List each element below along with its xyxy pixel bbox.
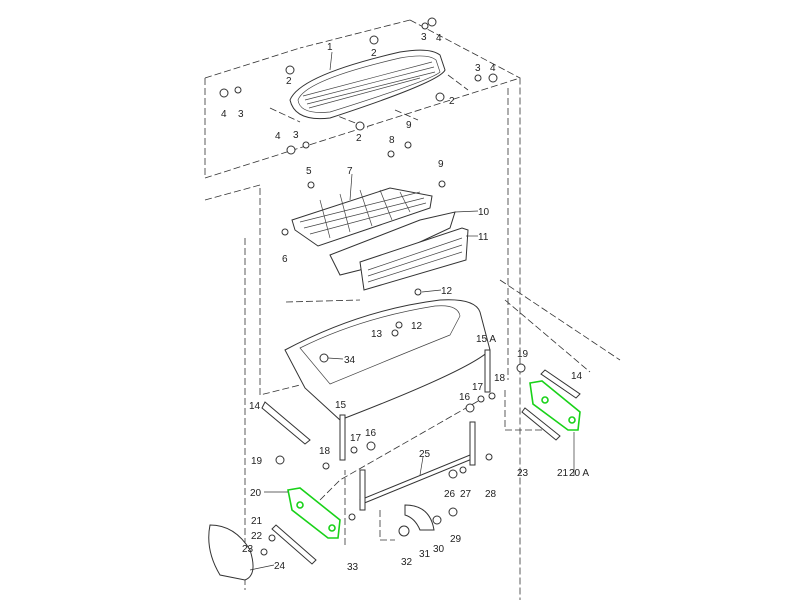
label-29: 29 (450, 534, 462, 545)
label-27: 27 (460, 489, 472, 500)
label-15a: 15 A (476, 334, 496, 345)
label-17: 17 (350, 433, 362, 444)
hinge-20a-highlighted (529, 380, 581, 431)
label-18: 18 (494, 373, 506, 384)
label-18: 18 (319, 446, 331, 457)
label-2: 2 (449, 96, 455, 107)
label-14: 14 (571, 371, 583, 382)
label-6: 6 (282, 254, 288, 265)
hinge-20-highlighted (287, 487, 341, 539)
label-21: 21 (251, 516, 263, 527)
label-19: 19 (517, 349, 529, 360)
rear-lid-window (284, 299, 491, 421)
label-25: 25 (419, 449, 431, 460)
light-housing-grille (291, 187, 433, 247)
label-34: 34 (344, 355, 356, 366)
part-number-labels: 1 2 2 2 2 3 3 3 3 4 4 4 4 5 6 7 8 9 9 10… (221, 32, 589, 573)
label-3: 3 (421, 32, 427, 43)
label-24: 24 (274, 561, 286, 572)
label-4: 4 (490, 63, 496, 74)
label-16: 16 (365, 428, 377, 439)
label-12: 12 (411, 321, 423, 332)
fasteners (219, 17, 526, 556)
label-4: 4 (275, 131, 281, 142)
label-32: 32 (401, 557, 413, 568)
label-3: 3 (475, 63, 481, 74)
label-9: 9 (438, 159, 444, 170)
label-15: 15 (335, 400, 347, 411)
label-20: 20 (250, 488, 262, 499)
label-21: 21 (557, 468, 569, 479)
leader-lines (249, 51, 575, 571)
label-12: 12 (441, 286, 453, 297)
label-4: 4 (221, 109, 227, 120)
label-16: 16 (459, 392, 471, 403)
label-14: 14 (249, 401, 261, 412)
label-30: 30 (433, 544, 445, 555)
label-20a: 20 A (569, 468, 589, 479)
label-7: 7 (347, 166, 353, 177)
label-3: 3 (293, 130, 299, 141)
label-28: 28 (485, 489, 497, 500)
label-1: 1 (327, 42, 333, 53)
label-3: 3 (238, 109, 244, 120)
third-brake-light-lens (289, 49, 446, 120)
linkage-rods (208, 349, 581, 581)
label-11: 11 (478, 232, 489, 243)
label-4: 4 (436, 33, 442, 44)
label-2: 2 (371, 48, 377, 59)
label-9: 9 (406, 120, 412, 131)
housing-cover (329, 211, 469, 291)
label-33: 33 (347, 562, 359, 573)
label-26: 26 (444, 489, 456, 500)
label-2: 2 (356, 133, 362, 144)
label-31: 31 (419, 549, 431, 560)
label-8: 8 (389, 135, 395, 146)
label-23: 23 (517, 468, 529, 479)
label-5: 5 (306, 166, 312, 177)
label-10: 10 (478, 207, 490, 218)
label-13: 13 (371, 329, 383, 340)
label-19: 19 (251, 456, 263, 467)
label-17: 17 (472, 382, 484, 393)
label-2: 2 (286, 76, 292, 87)
label-22: 22 (251, 531, 263, 542)
label-23: 23 (242, 544, 254, 555)
